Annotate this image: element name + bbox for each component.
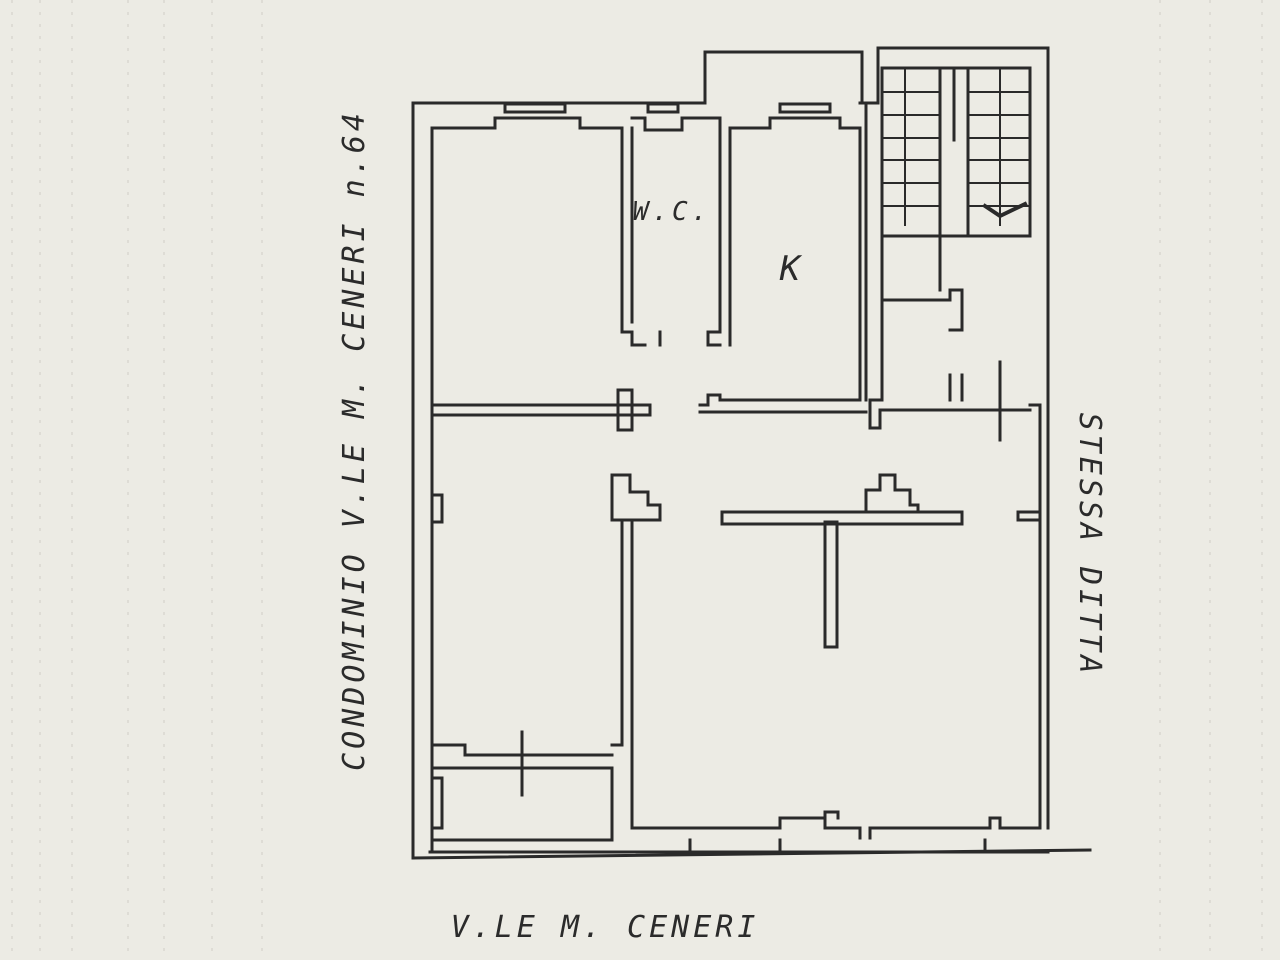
outer-walls <box>411 46 1092 860</box>
scan-streaks <box>11 0 1263 960</box>
street-label-bottom: V.LE M. CENERI <box>451 910 760 945</box>
neighbor-label-right: STESSA DITTA <box>1072 413 1107 678</box>
neighbor-label-left: CONDOMINIO V.LE M. CENERI n.64 <box>337 109 372 771</box>
top-annex <box>703 50 864 105</box>
bottom-left-room <box>430 766 614 842</box>
wc-walls <box>620 116 732 347</box>
kitchen-walls <box>728 101 868 402</box>
top-windows <box>503 102 832 114</box>
middle-wall <box>430 388 1042 830</box>
room-label-wc: W.C. <box>633 197 712 227</box>
staircase <box>880 66 1032 238</box>
bottom-wall <box>630 810 1042 854</box>
landing-walls <box>868 234 1032 442</box>
left-lower-room <box>430 413 662 830</box>
room-label-kitchen: K <box>779 249 804 289</box>
big-room-partitions <box>720 473 1042 649</box>
